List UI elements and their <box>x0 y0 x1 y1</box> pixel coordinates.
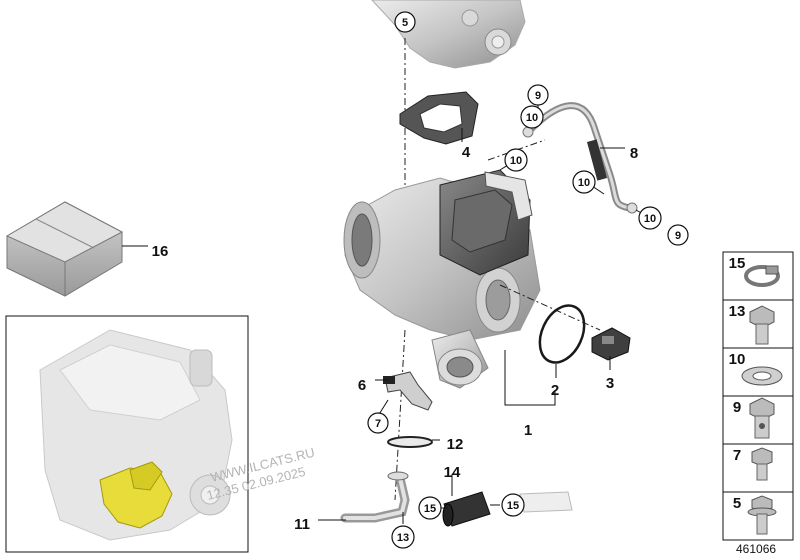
oil-feed-pipe-part-8 <box>522 102 638 214</box>
parts-table-number-sealing-ring: 10 <box>729 351 746 368</box>
callout-number: 10 <box>578 177 590 189</box>
callout-number: 9 <box>535 90 541 102</box>
callout-c13: 13 <box>391 525 415 549</box>
parts-table-labels: 15 13 10 9 7 5 <box>729 255 746 512</box>
callout-c2: 2 <box>551 382 559 399</box>
hose-clamp-icon <box>744 265 780 287</box>
callout-circle <box>367 412 389 434</box>
collar-bolt-icon <box>751 447 773 481</box>
callout-number: 9 <box>675 230 681 242</box>
oil-pipe-stub <box>519 491 573 513</box>
callout-number: 15 <box>507 500 519 512</box>
callout-c15a: 15 <box>418 496 442 520</box>
callout-number: 14 <box>444 464 461 481</box>
parts-table-number-collar-bolt: 7 <box>733 447 741 464</box>
callout-c6: 6 <box>358 377 366 394</box>
callout-circle <box>418 496 442 520</box>
callout-c1: 1 <box>524 422 532 439</box>
callout-circle <box>527 84 549 106</box>
parts-table-number-banjo-bolt: 9 <box>733 399 741 416</box>
callout-number: 7 <box>375 418 381 430</box>
callout-circle <box>638 206 662 230</box>
banjo-bolt-icon <box>749 397 775 439</box>
callout-circle <box>520 105 544 129</box>
callout-c10c: 10 <box>572 170 596 194</box>
support-bracket-part-6 <box>383 371 433 411</box>
callout-number: 2 <box>551 382 559 399</box>
callout-c10b: 10 <box>504 148 528 172</box>
callout-circle <box>394 11 416 33</box>
flange-bolt-icon <box>747 495 777 535</box>
callout-labels: 5 4 9 10 8 10 10 10 9 16 6 7 2 3 1 12 14 11 15 15 13 <box>152 11 689 549</box>
callout-c9a: 9 <box>527 84 549 106</box>
exhaust-manifold <box>371 0 526 69</box>
callout-circle <box>501 493 525 517</box>
callout-number: 4 <box>462 144 471 161</box>
callout-number: 16 <box>152 243 169 260</box>
callout-c15b: 15 <box>501 493 525 517</box>
callout-number: 5 <box>402 17 408 29</box>
pressure-sensor-part-3 <box>591 327 631 361</box>
callout-number: 1 <box>524 422 532 439</box>
callout-number: 10 <box>510 155 522 167</box>
callout-c3: 3 <box>606 375 614 392</box>
callout-circle <box>504 148 528 172</box>
callout-number: 10 <box>644 213 656 225</box>
callout-c10d: 10 <box>638 206 662 230</box>
parts-table-number-flange-bolt: 5 <box>733 495 741 512</box>
hex-bolt-icon <box>749 305 775 345</box>
callout-c4: 4 <box>462 144 471 161</box>
callout-number: 12 <box>447 436 464 453</box>
callout-number: 3 <box>606 375 614 392</box>
sealing-ring-icon <box>741 366 783 386</box>
callout-number: 11 <box>294 516 310 533</box>
gasket-part-12 <box>387 436 433 448</box>
engine-location-inset <box>5 315 249 553</box>
turbocharger-part-1 <box>343 169 541 389</box>
callout-c7: 7 <box>367 412 389 434</box>
hose-part-14 <box>442 491 491 527</box>
parts-table-number-hex-bolt: 13 <box>729 303 746 320</box>
protective-cover-part-16 <box>5 201 124 297</box>
callout-number: 10 <box>526 112 538 124</box>
parts-table <box>722 251 794 541</box>
callout-c16: 16 <box>152 243 169 260</box>
callout-circle <box>667 224 689 246</box>
callout-c8: 8 <box>630 145 638 162</box>
callout-c14: 14 <box>444 464 461 481</box>
callout-number: 13 <box>397 532 409 544</box>
callout-c5: 5 <box>394 11 416 33</box>
parts-table-number-hose-clamp: 15 <box>729 255 746 272</box>
callout-number: 6 <box>358 377 366 394</box>
oil-return-pipe-part-11 <box>340 471 410 523</box>
gasket-part-4 <box>399 91 479 145</box>
callout-circle <box>572 170 596 194</box>
callout-c10a: 10 <box>520 105 544 129</box>
diagram-number: 461066 <box>736 542 776 556</box>
callout-c11: 11 <box>294 516 310 533</box>
o-ring-part-2 <box>538 304 586 364</box>
callout-c12: 12 <box>447 436 464 453</box>
callout-c9b: 9 <box>667 224 689 246</box>
callout-number: 8 <box>630 145 638 162</box>
callout-circle <box>391 525 415 549</box>
callout-number: 15 <box>424 503 436 515</box>
